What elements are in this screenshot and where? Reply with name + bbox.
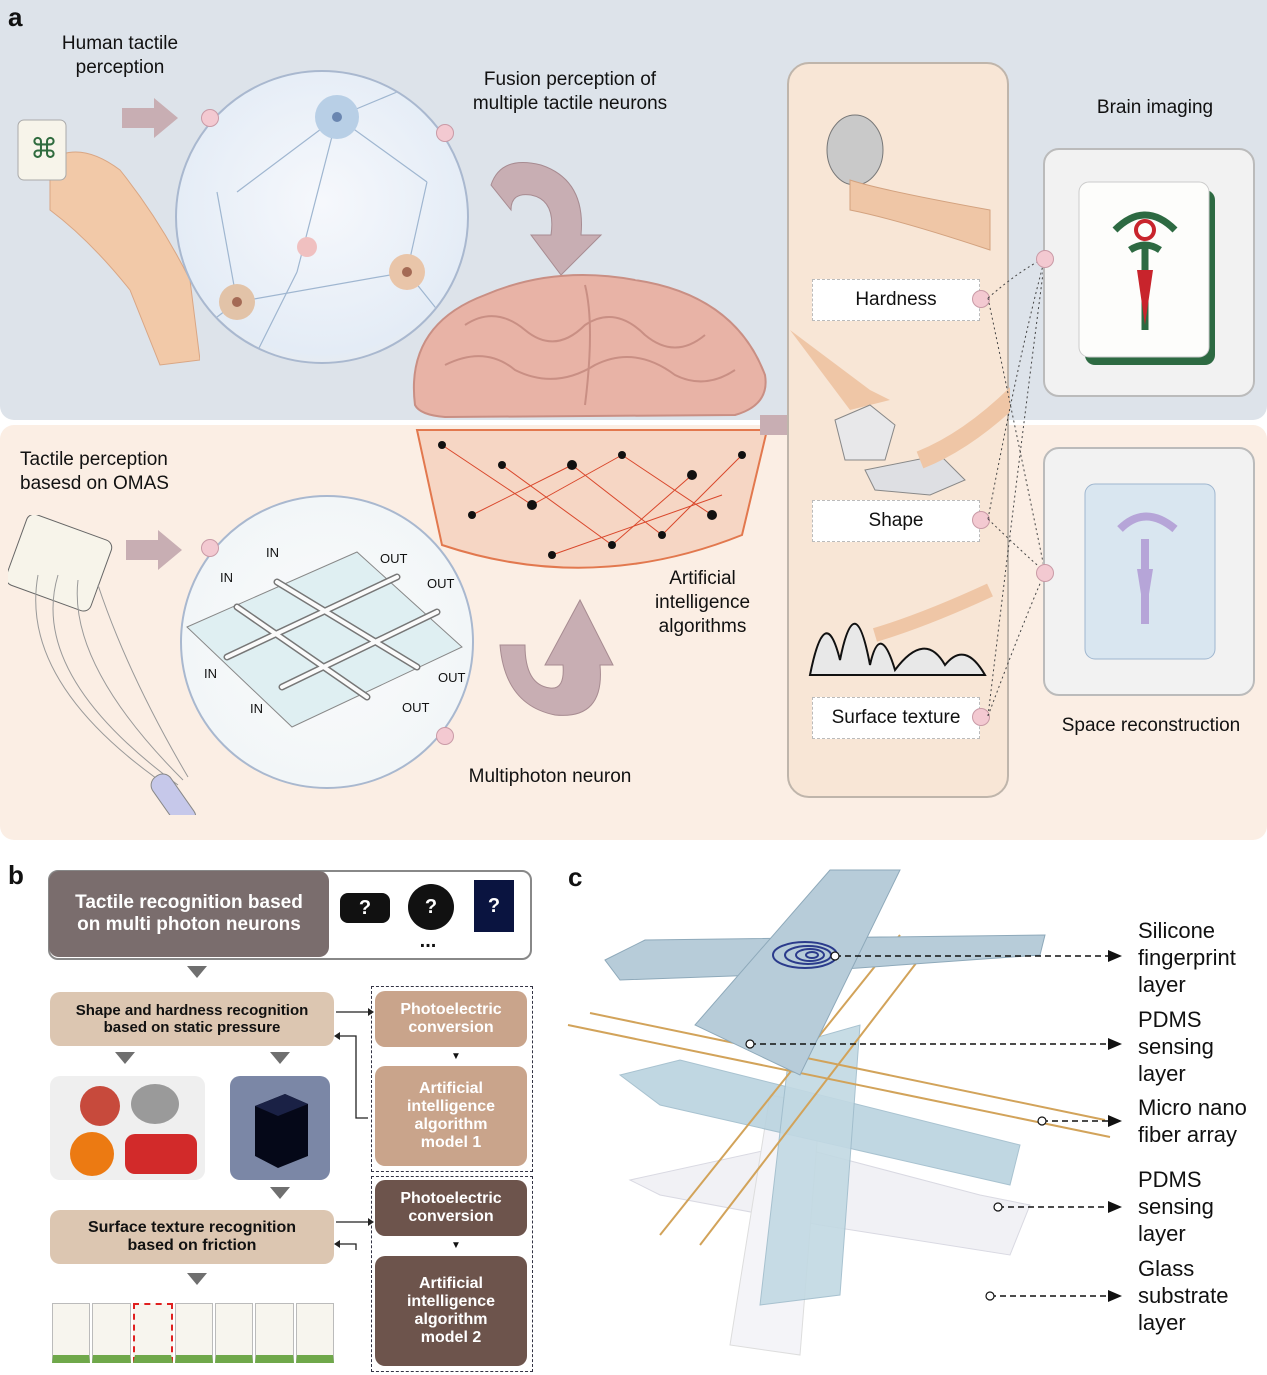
selected-mahjong-tile [132, 1303, 173, 1363]
neuron-network-illustration [196, 91, 448, 353]
mahjong-tile [174, 1303, 214, 1363]
io-label: IN [220, 570, 233, 585]
io-label: OUT [380, 551, 408, 566]
multiphoton-neuron-label: Multiphoton neuron [468, 766, 632, 787]
small-arrow-icon: ▼ [451, 1051, 461, 1062]
flow-connectors [334, 1008, 374, 1250]
reconstructed-tile-illustration [1084, 483, 1216, 660]
arrow-icon [126, 530, 182, 570]
panel-b-letter: b [8, 860, 24, 890]
ai-algorithms-label: Artificial intelligence algorithms [654, 568, 751, 637]
mahjong-tile [52, 1303, 91, 1363]
io-label: OUT [427, 576, 455, 591]
connector-dot [201, 109, 219, 127]
brain-illustration [412, 274, 767, 419]
property-hardness: Hardness [812, 279, 980, 321]
hand-holding-tile-illustration: ⌘ [17, 119, 200, 366]
fiber-grid-illustration [186, 551, 463, 728]
black-block-illustration [255, 1094, 308, 1168]
mahjong-tile [295, 1303, 334, 1363]
layer-label-micro-nano-fiber: Micro nano fiber array [1138, 1095, 1247, 1147]
io-label: IN [250, 701, 263, 716]
io-label: OUT [402, 700, 430, 715]
model-2-frame [371, 1176, 533, 1372]
connector-dot [1036, 564, 1054, 582]
human-tactile-label: Human tactile perception [61, 33, 179, 78]
objects-photo [50, 1076, 205, 1180]
panel-c-letter: c [568, 862, 583, 892]
tactile-omas-label: Tactile perception basesd on OMAS [20, 449, 169, 494]
model-1-frame [371, 986, 533, 1172]
connector-dot [1036, 250, 1054, 268]
io-label: IN [204, 666, 217, 681]
io-label: IN [266, 545, 279, 560]
surface-texture-illustration [808, 583, 993, 676]
mahjong-tiles-row [52, 1303, 334, 1363]
brain-imaging-label: Brain imaging [1096, 97, 1214, 118]
mahjong-tile [255, 1303, 294, 1363]
multiphoton-neuron-circle [180, 495, 474, 789]
brain-imaging-frame [1043, 148, 1255, 397]
crumpled-paper-illustration [790, 330, 1010, 496]
property-surface-texture: Surface texture [812, 697, 980, 739]
space-reconstruction-frame [1043, 447, 1255, 696]
property-shape: Shape [812, 500, 980, 542]
down-arrow-icon [270, 1187, 290, 1199]
layered-structure-illustration [567, 869, 1111, 1356]
photoelectric-conversion-1: Photoelectric conversion [375, 991, 527, 1047]
small-arrow-icon: ▼ [451, 1240, 461, 1251]
connector-dot [436, 124, 454, 142]
photoelectric-conversion-2: Photoelectric conversion [375, 1180, 527, 1236]
unknown-can-icon: ? [340, 893, 390, 923]
layer-label-silicone-fingerprint: Silicone fingerprint layer [1138, 918, 1236, 997]
surface-texture-box: Surface texture recognition based on fri… [50, 1210, 334, 1264]
tactile-recognition-title: Tactile recognition based on multi photo… [49, 871, 329, 957]
unknown-block-icon: ? [474, 880, 514, 932]
ai-algorithm-model-1: Artificial intelligence algorithm model … [375, 1066, 527, 1166]
connector-dot [972, 290, 990, 308]
mahjong-tile [215, 1303, 254, 1363]
mahjong-tile [92, 1303, 131, 1363]
omas-device-illustration [8, 515, 197, 815]
apple-orange-stone-can-illustration [70, 1084, 197, 1176]
down-arrow-icon [187, 966, 207, 978]
io-label: OUT [438, 670, 466, 685]
mahjong-tile-illustration [1078, 181, 1215, 365]
arrow-icon [122, 98, 178, 138]
unknown-apple-icon: ? [408, 884, 454, 930]
tactile-neurons-circle [175, 70, 469, 364]
leader-lines [745, 950, 1122, 1302]
svg-text:⌘: ⌘ [30, 132, 58, 165]
connector-dot [201, 539, 219, 557]
space-reconstruction-label: Space reconstruction [1061, 715, 1241, 736]
dotted-connectors [987, 257, 1046, 717]
ai-network-illustration [415, 429, 769, 569]
connector-dot [972, 708, 990, 726]
shape-hardness-box: Shape and hardness recognition based on … [50, 992, 334, 1046]
curved-arrow-icon [490, 162, 603, 276]
layer-label-pdms-upper: PDMS sensing layer [1138, 1007, 1214, 1086]
down-arrow-icon [187, 1273, 207, 1285]
fusion-perception-label: Fusion perception of multiple tactile ne… [472, 69, 668, 114]
curved-arrow-icon [499, 598, 614, 716]
panel-a-letter: a [8, 2, 23, 32]
ellipsis: ... [419, 930, 437, 952]
ai-algorithm-model-2: Artificial intelligence algorithm model … [375, 1256, 527, 1366]
down-arrow-icon [270, 1052, 290, 1064]
layer-label-glass-substrate: Glass substrate layer [1138, 1256, 1229, 1335]
crushed-can-illustration [826, 114, 991, 251]
down-arrow-icon [115, 1052, 135, 1064]
connector-dot [436, 727, 454, 745]
layer-label-pdms-lower: PDMS sensing layer [1138, 1167, 1214, 1246]
block-photo [230, 1076, 330, 1180]
